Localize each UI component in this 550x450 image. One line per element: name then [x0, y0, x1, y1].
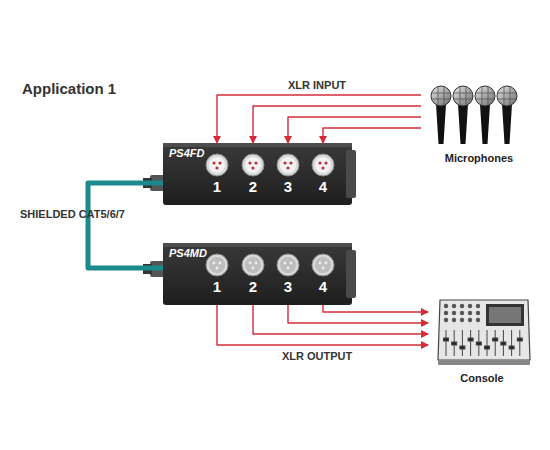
device-group: Microphones [421, 82, 537, 166]
xlr-male-sockets [206, 254, 334, 276]
device-group: Console [428, 290, 536, 386]
signal-line [323, 128, 421, 143]
ps4fd-housing [143, 143, 356, 205]
port-number: 4 [311, 178, 335, 196]
microphone-icons [431, 86, 517, 144]
signal-line [323, 305, 428, 312]
signal-line [253, 106, 421, 143]
xlr-female-sockets [206, 154, 334, 176]
node-label: Microphones [421, 152, 537, 164]
connector-label: SHIELDED CAT5/6/7 [20, 208, 82, 221]
signal-line [253, 305, 428, 334]
splitter-box: PS4MD [163, 243, 352, 305]
splitter-box: PS4FD [163, 143, 352, 205]
mixing-console-icon [438, 300, 530, 365]
node-label: PS4FD [169, 147, 204, 159]
port-number: 3 [276, 278, 300, 296]
connector-label: XLR INPUT [288, 79, 346, 91]
port-number: 1 [205, 178, 229, 196]
port-number: 1 [205, 278, 229, 296]
signal-line [288, 305, 428, 323]
signal-line [217, 95, 421, 143]
port-number: 4 [311, 278, 335, 296]
port-number: 2 [241, 278, 265, 296]
network-cable [88, 183, 163, 268]
ps4md-housing [143, 243, 356, 305]
node-label: Console [428, 372, 536, 384]
signal-line [217, 305, 428, 345]
signal-line [288, 117, 421, 143]
port-number: 3 [276, 178, 300, 196]
port-number: 2 [241, 178, 265, 196]
node-label: PS4MD [169, 247, 207, 259]
connector-label: XLR OUTPUT [282, 350, 352, 362]
diagram-title: Application 1 [22, 80, 116, 97]
